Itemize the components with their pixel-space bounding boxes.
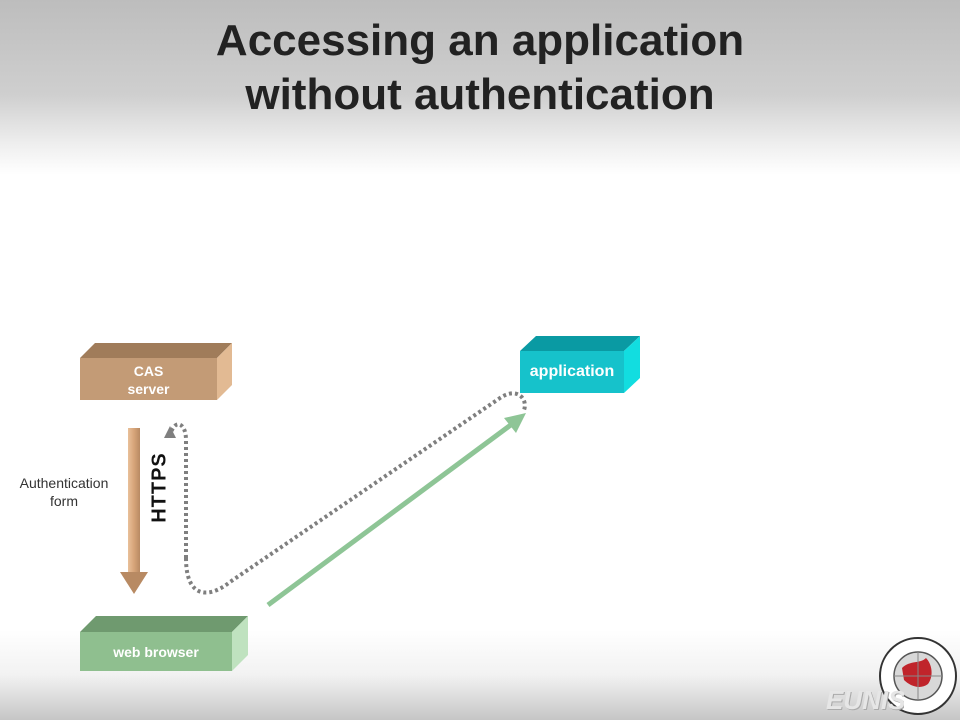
cas-server-label: CAS server xyxy=(80,362,217,398)
cas-server-box xyxy=(80,343,232,400)
request-arrow xyxy=(266,413,526,608)
web-browser-front-face xyxy=(80,632,232,671)
request-arrow-head xyxy=(504,413,526,433)
auth-form-arrow-head xyxy=(120,572,148,594)
redirect-dotted-path xyxy=(184,391,527,595)
eunis-logo-grid xyxy=(894,652,942,700)
eunis-logo xyxy=(879,637,957,715)
auth-form-label-line-1: Authentication xyxy=(19,475,109,491)
https-dotted-path-up xyxy=(168,422,188,558)
web-browser-side-face xyxy=(232,616,248,671)
auth-form-arrow xyxy=(120,428,148,594)
application-label: application xyxy=(529,363,615,380)
application-side-face xyxy=(624,336,640,393)
web-browser-label: web browser xyxy=(113,644,199,660)
cas-server-label-line-2: server xyxy=(127,381,170,397)
auth-form-label-line-2: form xyxy=(50,493,78,509)
cas-server-side-face xyxy=(217,343,232,400)
auth-form-label: Authentication form xyxy=(6,474,122,510)
application-front-face xyxy=(520,351,624,393)
web-browser-top-face xyxy=(80,616,248,632)
eunis-logo-map xyxy=(902,658,932,687)
request-arrow-shaft xyxy=(266,421,514,608)
slide-title: Accessing an application without authent… xyxy=(0,14,960,122)
cas-server-label-line-1: CAS xyxy=(133,363,164,379)
title-line-2: without authentication xyxy=(245,70,715,119)
https-label-text: HTTPS xyxy=(148,452,171,523)
title-line-1: Accessing an application xyxy=(215,16,745,65)
cas-server-front-face xyxy=(80,358,217,400)
eunis-logo-wordmark: EUNIS xyxy=(826,686,904,714)
web-browser-box xyxy=(80,616,248,671)
application-top-face xyxy=(520,336,640,351)
application-box xyxy=(520,336,640,393)
cas-server-top-face xyxy=(80,343,232,358)
auth-form-arrow-shaft xyxy=(128,428,140,574)
https-dotted-path-arrowhead xyxy=(164,426,176,438)
